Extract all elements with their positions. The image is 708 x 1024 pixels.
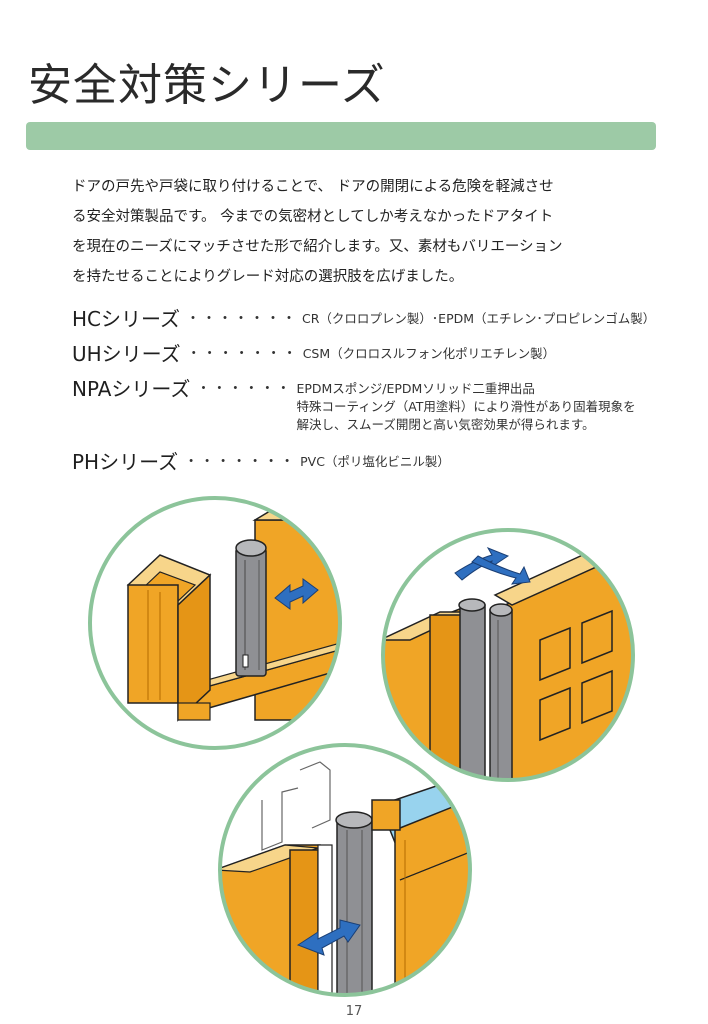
series-name: HCシリーズ	[72, 307, 181, 331]
series-name: PHシリーズ	[72, 450, 179, 474]
leader-dots: ・・・・・・・	[184, 454, 297, 470]
intro-paragraph: ドアの戸先や戸袋に取り付けることで、 ドアの開閉による危険を軽減させ る安全対策…	[72, 172, 632, 292]
leader-dots: ・・・・・・	[196, 381, 293, 397]
series-description: EPDMスポンジ/EPDMソリッド二重押出品 特殊コーティング（AT用塗料）によ…	[296, 376, 635, 434]
page-number: 17	[345, 1004, 363, 1019]
intro-line: を持たせることによりグレード対応の選択肢を広げました。	[72, 269, 464, 285]
door-frame-seal-icon	[88, 496, 342, 750]
series-description: PVC（ポリ塩化ビニル製）	[300, 449, 450, 471]
sliding-door-seal-icon	[381, 528, 635, 782]
intro-line: ドアの戸先や戸袋に取り付けることで、 ドアの開閉による危険を軽減させ	[72, 179, 554, 195]
series-description-line: EPDMスポンジ/EPDMソリッド二重押出品	[296, 381, 535, 396]
series-description: CR（クロロプレン製）･EPDM（エチレン･プロピレンゴム製）	[302, 306, 655, 328]
series-description: CSM（クロロスルフォン化ポリエチレン製）	[303, 341, 555, 363]
glass-door-seal-icon	[218, 743, 472, 997]
series-name: NPAシリーズ	[72, 377, 191, 401]
series-description-line: 解決し、スムーズ開閉と高い気密効果が得られます。	[296, 417, 595, 432]
series-item-hc: HCシリーズ ・・・・・・・ CR（クロロプレン製）･EPDM（エチレン･プロピ…	[72, 306, 655, 332]
page-title: 安全対策シリーズ	[28, 60, 386, 111]
series-description-line: CR（クロロプレン製）･EPDM（エチレン･プロピレンゴム製）	[302, 311, 656, 326]
series-description-line: CSM（クロロスルフォン化ポリエチレン製）	[302, 346, 556, 361]
series-description-line: 特殊コーティング（AT用塗料）により滑性があり固着現象を	[296, 399, 636, 414]
intro-line: る安全対策製品です。 今までの気密材としてしか考えなかったドアタイト	[72, 209, 554, 225]
series-item-npa: NPAシリーズ ・・・・・・ EPDMスポンジ/EPDMソリッド二重押出品 特殊…	[72, 376, 636, 434]
series-item-uh: UHシリーズ ・・・・・・・ CSM（クロロスルフォン化ポリエチレン製）	[72, 341, 555, 367]
title-underline-bar	[26, 122, 656, 150]
series-name: UHシリーズ	[72, 342, 181, 366]
leader-dots: ・・・・・・・	[186, 346, 299, 362]
series-item-ph: PHシリーズ ・・・・・・・ PVC（ポリ塩化ビニル製）	[72, 449, 450, 475]
intro-line: を現在のニーズにマッチさせた形で紹介します。又、素材もバリエーション	[72, 239, 563, 255]
series-description-line: PVC（ポリ塩化ビニル製）	[300, 454, 450, 469]
leader-dots: ・・・・・・・	[186, 311, 299, 327]
